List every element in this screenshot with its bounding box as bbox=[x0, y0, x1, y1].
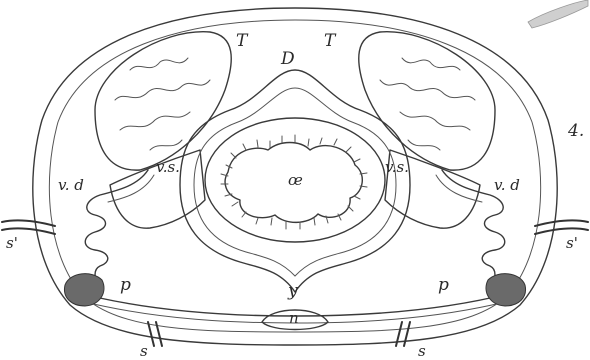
label-ventral-y: y bbox=[287, 281, 298, 301]
label-dorsal: D bbox=[280, 49, 295, 69]
segmental-duct-right bbox=[535, 220, 588, 234]
label-segmental-left: s' bbox=[6, 234, 18, 252]
label-oesophagus: œ bbox=[288, 171, 303, 189]
stray-mark bbox=[528, 0, 588, 28]
label-seta-left: s bbox=[140, 342, 148, 360]
pore-left bbox=[64, 274, 104, 306]
testis-right bbox=[359, 32, 495, 170]
label-nerve-cord: n bbox=[289, 309, 299, 327]
vas-deferens-right-inner bbox=[436, 175, 482, 202]
vas-deferens-left-inner bbox=[108, 175, 154, 202]
label-vas-deferens-right: v. d bbox=[494, 176, 520, 194]
pore-right bbox=[486, 274, 526, 306]
segmental-duct-left bbox=[2, 220, 55, 234]
label-pore-right: p bbox=[438, 275, 449, 295]
label-pore-left: p bbox=[120, 275, 131, 295]
label-testis-right: T bbox=[324, 31, 337, 51]
label-segmental-right: s' bbox=[566, 234, 578, 252]
label-seta-right: s bbox=[418, 342, 426, 360]
testis-left bbox=[95, 32, 231, 170]
label-vesicula-left: v.s. bbox=[156, 158, 180, 176]
figure-number: 4. bbox=[567, 121, 584, 141]
vas-deferens-left bbox=[85, 170, 148, 290]
label-vesicula-right: v.s. bbox=[385, 158, 409, 176]
label-testis-left: T bbox=[236, 31, 249, 51]
label-vas-deferens-left: v. d bbox=[58, 176, 84, 194]
